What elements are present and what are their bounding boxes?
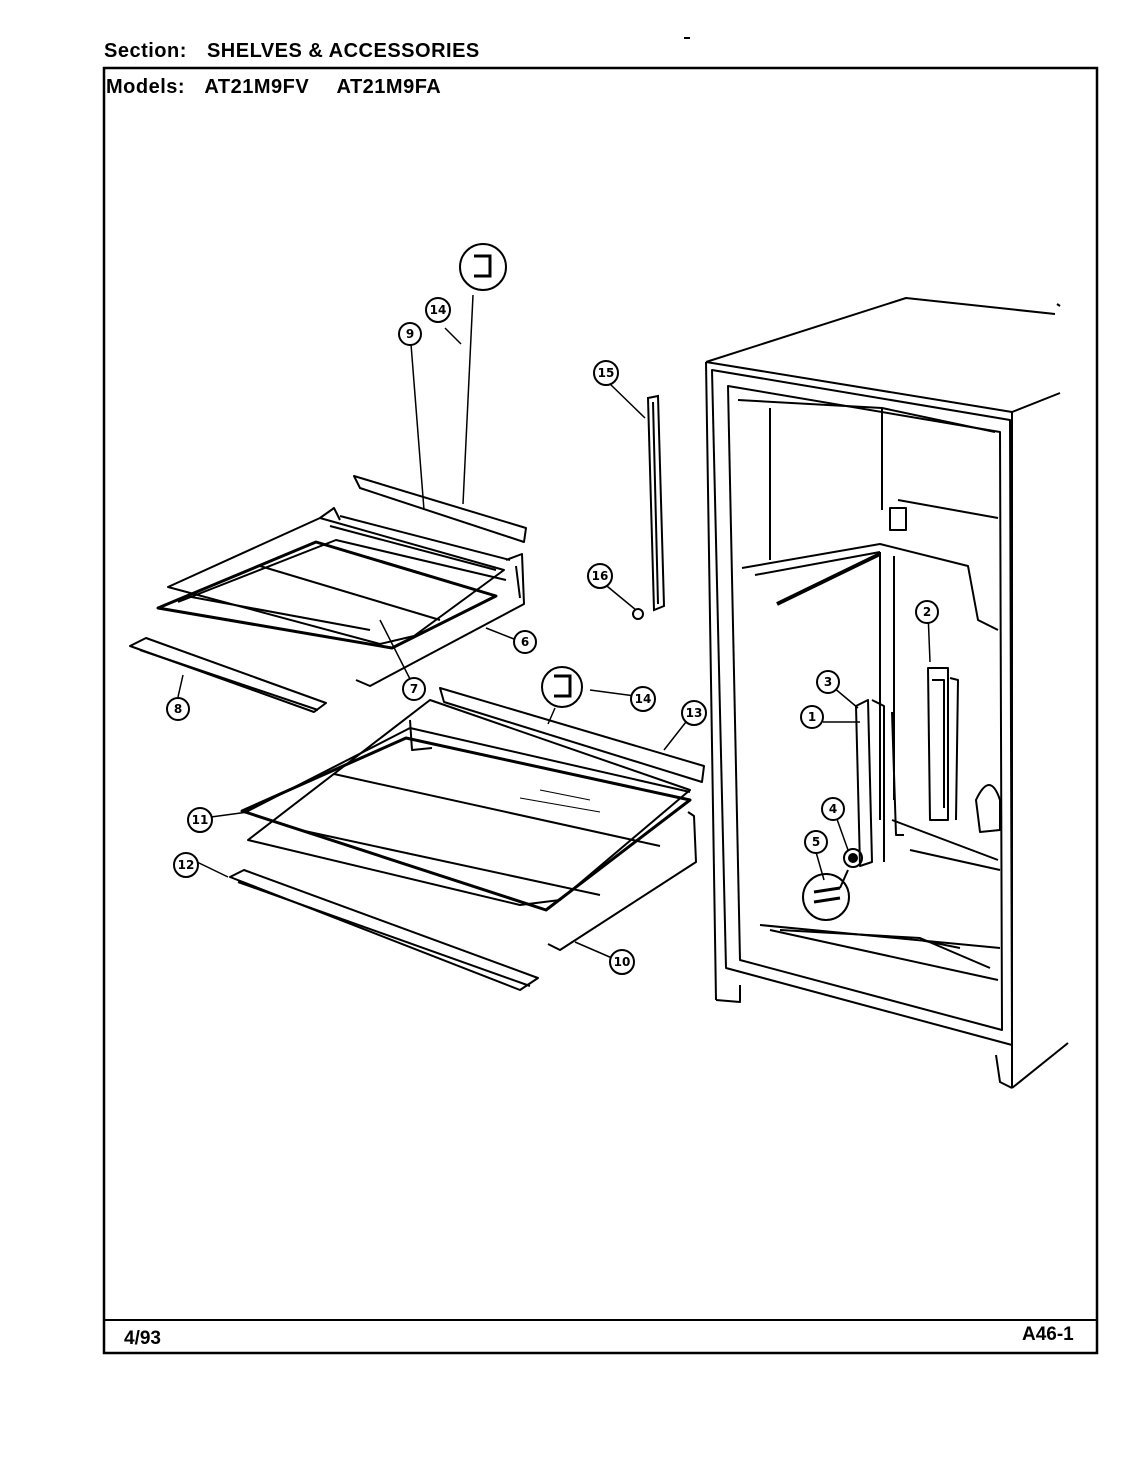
- screw-detail: [802, 848, 863, 921]
- callout-3: 3: [816, 670, 840, 694]
- callout-label: 9: [406, 327, 414, 341]
- callout-label: 13: [686, 706, 703, 720]
- callout-14: 14: [425, 297, 451, 323]
- callout-16: 16: [587, 563, 613, 589]
- callout-label: 1: [808, 710, 816, 724]
- callout-5: 5: [804, 830, 828, 854]
- callout-13: 13: [681, 700, 707, 726]
- footer-page-code: A46-1: [1022, 1324, 1074, 1345]
- callout-label: 2: [923, 605, 931, 619]
- leader-lines: [177, 294, 931, 959]
- section-label: Section:: [104, 40, 187, 62]
- callout-label: 15: [598, 366, 615, 380]
- model-number: AT21M9FA: [336, 76, 442, 98]
- model-number: AT21M9FV: [204, 76, 310, 98]
- callout-label: 12: [178, 858, 195, 872]
- clip-detail: [459, 243, 583, 708]
- callout-label: 14: [430, 303, 447, 317]
- callout-label: 3: [824, 675, 832, 689]
- callout-11: 11: [187, 807, 213, 833]
- models-label: Models:: [106, 76, 186, 98]
- callout-label: 14: [635, 692, 652, 706]
- lower-shelf: [229, 687, 705, 991]
- page-frame: [102, 66, 1099, 1355]
- callout-15: 15: [593, 360, 619, 386]
- callout-label: 10: [614, 955, 631, 969]
- footer-date: 4/93: [124, 1328, 161, 1349]
- callout-label: 16: [592, 569, 609, 583]
- callout-7: 7: [402, 677, 426, 701]
- upper-shelf: [129, 475, 527, 713]
- models-header: Models: AT21M9FV AT21M9FA: [106, 76, 463, 99]
- callout-label: 11: [192, 813, 209, 827]
- refrigerator-cabinet: [705, 297, 1069, 1089]
- callout-1: 1: [800, 705, 824, 729]
- callout-label: 8: [174, 702, 182, 716]
- callout-9: 9: [398, 322, 422, 346]
- callout-6: 6: [513, 630, 537, 654]
- callout-label: 4: [829, 802, 837, 816]
- callout-12: 12: [173, 852, 199, 878]
- section-header: Section: SHELVES & ACCESSORIES: [104, 40, 502, 63]
- callout-2: 2: [915, 600, 939, 624]
- callout-14: 14: [630, 686, 656, 712]
- callout-label: 6: [521, 635, 529, 649]
- callout-label: 7: [410, 682, 418, 696]
- callout-label: 5: [812, 835, 820, 849]
- callout-8: 8: [166, 697, 190, 721]
- section-title: SHELVES & ACCESSORIES: [206, 40, 480, 62]
- callouts: 1 2 3 4 5 6 7 8 9 10 11 12 13 14 14 15 1…: [166, 297, 939, 975]
- callout-4: 4: [821, 797, 845, 821]
- rail-part: [632, 394, 666, 620]
- callout-10: 10: [609, 949, 635, 975]
